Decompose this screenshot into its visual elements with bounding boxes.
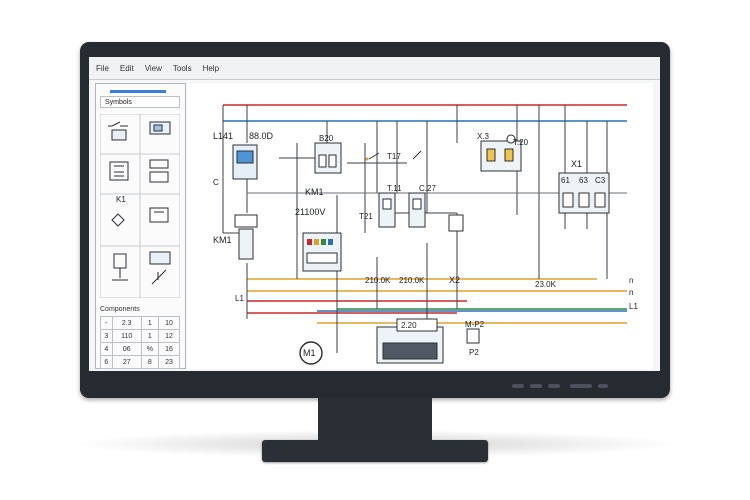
symbols-panel: Symbols [95,83,186,369]
symbol-library: K1 [99,113,181,299]
components-title: Components [100,306,140,313]
relay-symbol-icon[interactable] [149,121,171,135]
contactor-b20[interactable] [314,142,342,174]
label-x3: X.3 [477,132,490,141]
relay-module-left[interactable] [232,144,258,180]
label-t17: T17 [387,152,401,161]
monitor-button[interactable] [598,384,608,388]
label-88-0d: 88.0D [249,131,274,141]
contactor-symbol-icon[interactable] [109,161,129,181]
sensor-symbol-icon[interactable] [112,253,128,281]
table-cell: 1 [140,316,159,330]
label-23k: 23.0K [535,280,557,289]
label-l1: L1 [235,294,244,303]
transformer-symbol-icon[interactable] [149,251,171,285]
table-cell: 1 [140,329,159,343]
monitor-stand-neck [318,398,432,444]
label-21100v: 21100V [295,207,325,217]
menu-bar: File Edit View Tools Help [89,57,660,80]
label-n-1: n [629,276,633,285]
symbols-tab[interactable]: Symbols [100,96,180,108]
menu-tools[interactable]: Tools [172,63,192,73]
schematic-diagram[interactable]: L141 88.0D B20 KM1 KM1 T.20 X1 T17 T.11 … [187,83,653,369]
fuse-x2[interactable] [448,214,464,232]
table-cell: 8 [140,355,159,369]
schematic-canvas[interactable]: L141 88.0D B20 KM1 KM1 T.20 X1 T17 T.11 … [187,83,653,369]
menu-edit[interactable]: Edit [119,63,134,73]
switch-t11[interactable] [412,150,422,160]
diode-symbol-icon[interactable] [111,213,125,227]
switch-symbol-icon[interactable] [108,121,128,141]
label-l1-end: L1 [629,302,638,311]
terminal-km1[interactable] [234,214,258,260]
motor-p2[interactable] [466,328,480,344]
table-cell: 3 [100,329,113,343]
table-cell: % [140,342,159,356]
table-cell: 27 [111,355,142,369]
label-m1: M1 [303,348,316,358]
label-km1-top: KM1 [305,187,324,197]
label-210k-a: 210.0K [365,276,391,285]
table-cell: - [100,316,113,330]
black-wires [222,105,627,353]
table-cell: 2.3 [111,316,142,330]
label-m-p2: M-P2 [465,320,485,329]
table-cell: 4 [100,342,113,356]
monitor-power-button[interactable] [570,384,592,388]
breaker-x1[interactable] [558,172,610,214]
menu-file[interactable]: File [96,63,109,73]
table-cell: 06 [111,342,142,356]
table-cell: 110 [111,329,142,343]
label-t20: T.20 [513,138,529,147]
table-cell: 23 [157,355,181,369]
label-c: C [213,178,219,187]
symbol-label-k1: K1 [116,195,126,204]
menu-help[interactable]: Help [202,63,220,73]
label-n-2: n [629,288,633,297]
table-cell: 16 [157,342,181,356]
label-63: 63 [579,176,588,185]
label-t21: T21 [359,212,373,221]
switch-t17[interactable] [365,152,380,161]
label-61: 61 [561,176,570,185]
label-t11: T.11 [387,184,402,193]
monitor-stand-base [262,440,488,462]
label-x2: X2 [449,275,460,285]
panel-progress [100,88,178,96]
label-l141: L141 [213,131,233,141]
label-210k-b: 210.0K [399,276,425,285]
label-x1: X1 [571,159,582,169]
label-2-20: 2.20 [401,321,417,330]
app-screen: File Edit View Tools Help Symbols [89,57,660,371]
label-c27: C.27 [419,184,436,193]
menu-view[interactable]: View [144,63,162,73]
relay-t20[interactable] [480,134,522,172]
table-cell: 10 [157,316,181,330]
table-cell: 12 [157,329,181,343]
label-b20: B20 [319,134,334,143]
label-p2: P2 [469,348,479,357]
breaker-c27[interactable] [408,192,426,228]
symbol-grid-svg: K1 [99,113,181,299]
breaker-t11[interactable] [378,192,396,228]
label-c3: C3 [595,176,606,185]
breaker-symbol-icon[interactable] [149,207,169,223]
monitor-button[interactable] [512,384,524,388]
label-km1-left: KM1 [213,235,232,245]
table-cell: 6 [100,355,113,369]
monitor-button[interactable] [530,384,542,388]
controller-21100v[interactable] [302,232,342,272]
motor-m1[interactable] [299,341,323,365]
terminal-symbol-icon[interactable] [149,159,169,183]
motor-drive[interactable] [376,318,444,364]
monitor-button[interactable] [548,384,560,388]
